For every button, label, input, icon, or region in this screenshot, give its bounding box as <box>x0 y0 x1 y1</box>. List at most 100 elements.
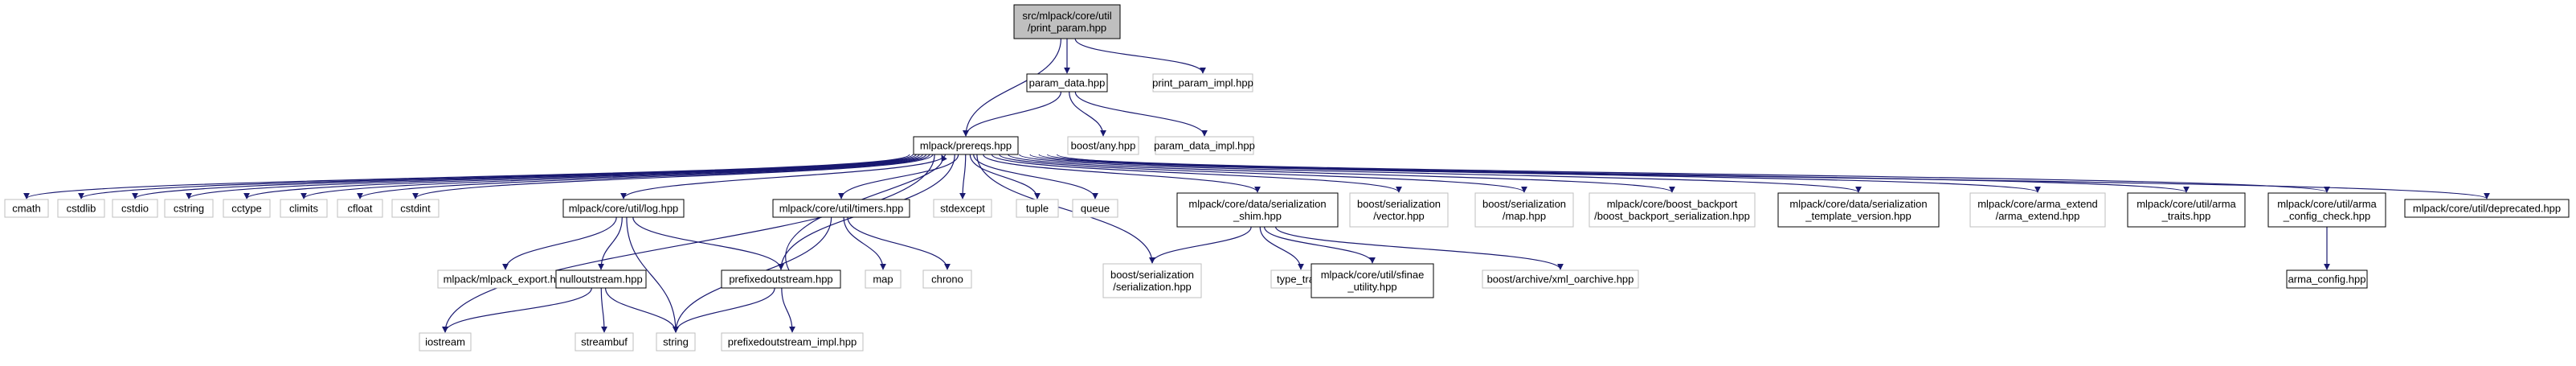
node-string: string <box>656 332 696 352</box>
edge-param_data-to-prereqs <box>963 91 1062 137</box>
node-boost_backport: mlpack/core/boost_backport/boost_backpor… <box>1589 192 1756 228</box>
node-sfinae[interactable]: mlpack/core/util/sfinae_utility.hpp <box>1310 263 1434 298</box>
node-label-serialization_shim-line-0: mlpack/core/data/serialization <box>1188 198 1326 210</box>
edge-nulloutstream-to-string <box>604 287 679 333</box>
node-box-nulloutstream <box>555 269 647 289</box>
node-cmath: cmath <box>4 199 49 218</box>
edge-prereqs-to-serialization_template <box>1019 154 1862 193</box>
edge-prereqs-to-cmath <box>23 154 910 199</box>
node-box-param_data <box>1026 73 1108 93</box>
node-arma_config_check[interactable]: mlpack/core/util/arma_config_check.hpp <box>2267 192 2386 228</box>
node-timers[interactable]: mlpack/core/util/timers.hpp <box>772 199 910 218</box>
node-label-boost_map-line-1: /map.hpp <box>1503 210 1546 222</box>
edge-prereqs-to-cstdlib <box>78 154 914 199</box>
edge-prereqs-to-cstdint <box>412 154 934 199</box>
node-box-cmath <box>4 199 49 218</box>
edge-prereqs-to-queue <box>973 154 1098 199</box>
edge-prereqs-to-cstdio <box>132 154 917 199</box>
edge-prefixedoutstream-to-prefixedoutstream_impl <box>781 287 795 333</box>
node-label-print_param_impl-line-0: print_param_impl.hpp <box>1152 77 1253 89</box>
node-box-cfloat <box>337 199 383 218</box>
node-boost_vector: boost/serialization/vector.hpp <box>1349 192 1449 228</box>
node-cctype: cctype <box>223 199 271 218</box>
node-label-cstdio-line-0: cstdio <box>121 203 149 215</box>
node-label-log-line-0: mlpack/core/util/log.hpp <box>569 203 679 215</box>
node-box-streambuf <box>574 332 634 352</box>
node-boost_map: boost/serialization/map.hpp <box>1474 192 1574 228</box>
node-box-sfinae <box>1310 263 1434 298</box>
node-box-boost_backport <box>1589 192 1756 228</box>
node-label-arma_config_check-line-0: mlpack/core/util/arma <box>2277 198 2377 210</box>
node-label-boost_serialization-line-1: /serialization.hpp <box>1113 281 1192 293</box>
node-label-sfinae-line-1: _utility.hpp <box>1347 281 1396 293</box>
node-box-timers <box>772 199 910 218</box>
node-label-arma_extend-line-1: /arma_extend.hpp <box>1996 210 2080 222</box>
node-print_param[interactable]: src/mlpack/core/util/print_param.hpp <box>1013 4 1121 39</box>
node-boost_any: boost/any.hpp <box>1067 136 1139 155</box>
node-cfloat: cfloat <box>337 199 383 218</box>
node-box-cstdint <box>391 199 440 218</box>
node-box-tuple <box>1016 199 1059 218</box>
node-label-cmath-line-0: cmath <box>12 203 40 215</box>
node-serialization_template[interactable]: mlpack/core/data/serialization_template_… <box>1777 192 1940 228</box>
edges-layer <box>23 38 2490 333</box>
node-nulloutstream[interactable]: nulloutstream.hpp <box>555 269 647 289</box>
node-print_param_impl: print_param_impl.hpp <box>1152 73 1253 93</box>
edge-param_data-to-param_data_impl <box>1074 91 1208 137</box>
edge-prefixedoutstream-to-string <box>673 287 775 333</box>
node-box-queue <box>1072 199 1118 218</box>
edge-prereqs-to-cfloat <box>357 154 930 199</box>
node-cstdint: cstdint <box>391 199 440 218</box>
edge-prereqs-to-cstring <box>186 154 920 199</box>
edge-param_data-to-boost_any <box>1069 91 1106 137</box>
node-label-print_param-line-1: /print_param.hpp <box>1028 22 1106 34</box>
node-box-arma_traits <box>2127 192 2246 228</box>
node-prefixedoutstream[interactable]: prefixedoutstream.hpp <box>721 269 841 289</box>
node-box-log <box>562 199 685 218</box>
node-box-param_data_impl <box>1155 136 1254 155</box>
node-log[interactable]: mlpack/core/util/log.hpp <box>562 199 685 218</box>
node-label-climits-line-0: climits <box>289 203 319 215</box>
node-label-queue-line-0: queue <box>1081 203 1110 215</box>
node-box-boost_map <box>1474 192 1574 228</box>
node-label-cfloat-line-0: cfloat <box>347 203 372 215</box>
node-label-boost_backport-line-1: /boost_backport_serialization.hpp <box>1594 210 1750 222</box>
node-map: map <box>865 269 902 289</box>
node-prereqs[interactable]: mlpack/prereqs.hpp <box>913 136 1019 155</box>
node-label-chrono-line-0: chrono <box>931 273 963 286</box>
node-arma_config[interactable]: arma_config.hpp <box>2286 269 2368 289</box>
node-label-boost_backport-line-0: mlpack/core/boost_backport <box>1607 198 1738 210</box>
node-label-iostream-line-0: iostream <box>425 336 465 348</box>
node-box-prefixedoutstream_impl <box>721 332 864 352</box>
node-label-serialization_template-line-1: _template_version.hpp <box>1805 210 1912 222</box>
edge-nulloutstream-to-iostream <box>442 287 592 333</box>
node-box-chrono <box>922 269 972 289</box>
node-label-cstdlib-line-0: cstdlib <box>67 203 96 215</box>
node-serialization_shim[interactable]: mlpack/core/data/serialization_shim.hpp <box>1176 192 1339 228</box>
node-box-arma_config <box>2286 269 2368 289</box>
node-label-print_param-line-0: src/mlpack/core/util <box>1022 10 1111 22</box>
node-deprecated[interactable]: mlpack/core/util/deprecated.hpp <box>2404 199 2570 218</box>
edge-prereqs-to-boost_vector <box>991 154 1402 193</box>
edge-prereqs-to-arma_extend <box>1029 154 2041 193</box>
node-label-map-line-0: map <box>873 273 893 286</box>
node-arma_traits[interactable]: mlpack/core/util/arma_traits.hpp <box>2127 192 2246 228</box>
node-box-boost_serialization <box>1102 263 1202 298</box>
node-cstdio: cstdio <box>112 199 158 218</box>
edge-log-to-string <box>626 216 679 333</box>
node-box-xml_oarchive <box>1482 269 1639 289</box>
edge-prereqs-to-iostream <box>442 154 935 333</box>
edge-print_param-to-print_param_impl <box>1074 38 1206 74</box>
node-xml_oarchive: boost/archive/xml_oarchive.hpp <box>1482 269 1639 289</box>
node-label-boost_vector-line-1: /vector.hpp <box>1373 210 1425 222</box>
nodes-layer: src/mlpack/core/util/print_param.hpppara… <box>4 4 2570 352</box>
node-label-boost_map-line-0: boost/serialization <box>1482 198 1566 210</box>
node-label-param_data_impl-line-0: param_data_impl.hpp <box>1154 140 1255 152</box>
edge-serialization_shim-to-sfinae <box>1263 226 1376 264</box>
node-box-boost_vector <box>1349 192 1449 228</box>
node-label-tuple-line-0: tuple <box>1026 203 1049 215</box>
edge-serialization_shim-to-xml_oarchive <box>1275 226 1564 270</box>
edge-serialization_shim-to-type_traits <box>1259 226 1304 270</box>
node-param_data[interactable]: param_data.hpp <box>1026 73 1108 93</box>
node-label-serialization_template-line-0: mlpack/core/data/serialization <box>1789 198 1927 210</box>
